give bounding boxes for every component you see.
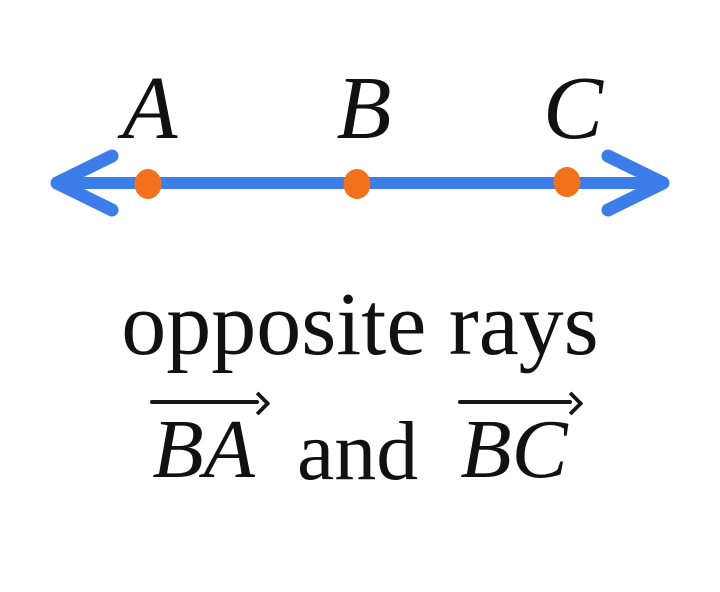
right-arrowhead-icon (601, 149, 670, 217)
conjunction-text: and (296, 405, 419, 498)
ray-ba-text: BA (152, 403, 255, 496)
point-dot-c (553, 167, 581, 197)
point-label-c: C (542, 59, 604, 158)
ray-bc-text: BC (460, 403, 568, 496)
caption-title: opposite rays (121, 275, 599, 374)
point-label-a: A (122, 59, 178, 158)
left-arrowhead-icon (50, 149, 119, 217)
ray-bc: BC (456, 391, 584, 492)
point-dot-b (343, 169, 371, 199)
ray-ba: BA (148, 391, 271, 492)
caption-rays-row: BA and BC (0, 391, 720, 498)
point-dot-a (134, 169, 162, 199)
point-label-b: B (336, 59, 392, 158)
